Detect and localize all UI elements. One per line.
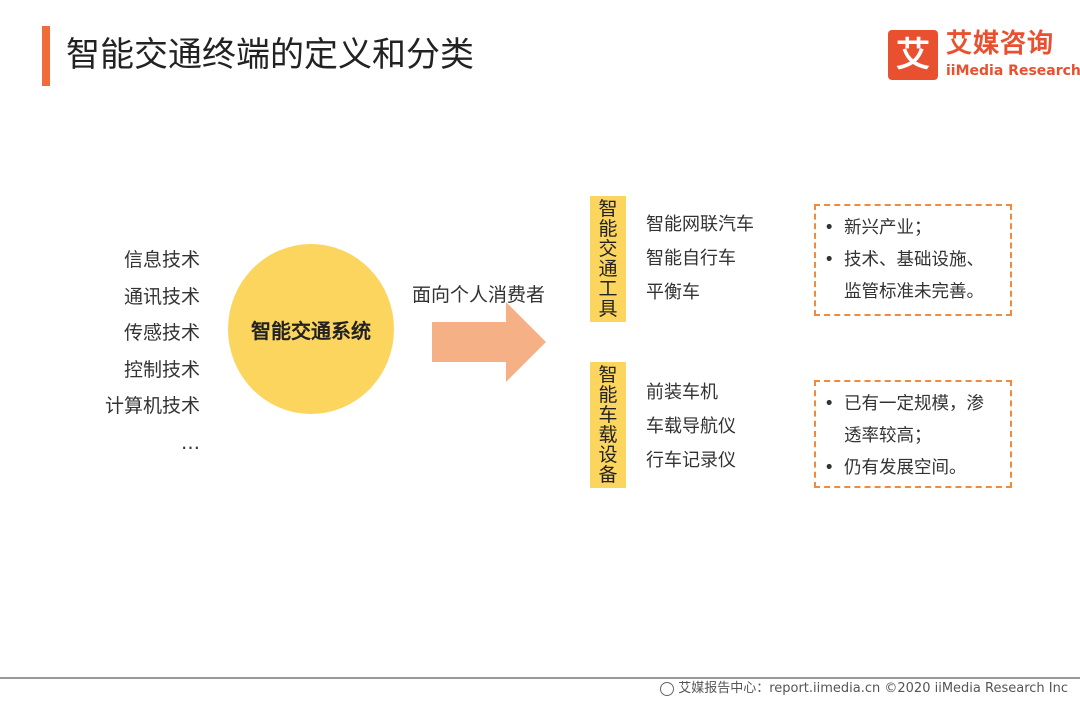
list-item: 智能自行车 bbox=[646, 248, 736, 269]
category-items-devices: 前装车机 车载导航仪 行车记录仪 bbox=[646, 376, 796, 478]
technology-item: 控制技术 bbox=[123, 358, 200, 381]
technology-list: 信息技术 通讯技术 传感技术 控制技术 计算机技术 … bbox=[70, 242, 200, 461]
bullet: • bbox=[824, 250, 835, 270]
bullet: • bbox=[824, 458, 835, 478]
category-label-char: 设 bbox=[598, 444, 618, 466]
logo-name-en: iiMedia Research bbox=[946, 63, 1080, 79]
category-label-tools: 智 能 交 通 工 具 bbox=[590, 196, 626, 322]
note-line: • 仍有发展空间。 bbox=[824, 452, 1002, 484]
technology-item: 计算机技术 bbox=[104, 395, 200, 417]
note-text: 已有一定规模，渗 bbox=[844, 394, 984, 414]
note-text: 监管标准未完善。 bbox=[844, 282, 984, 302]
page-title: 智能交通终端的定义和分类 bbox=[66, 35, 474, 75]
category-label-char: 能 bbox=[598, 218, 618, 240]
category-label-char: 备 bbox=[598, 464, 618, 486]
note-line: 透率较高； bbox=[824, 420, 1002, 452]
bullet: • bbox=[824, 218, 835, 238]
center-circle: 智能交通系统 bbox=[228, 244, 394, 414]
category-label-char: 智 bbox=[598, 198, 618, 220]
category-label-char: 能 bbox=[598, 384, 618, 406]
logo-mark: 艾 bbox=[888, 30, 938, 80]
category-label-char: 通 bbox=[598, 258, 618, 280]
list-item: 平衡车 bbox=[646, 282, 700, 303]
category-items-tools: 智能网联汽车 智能自行车 平衡车 bbox=[646, 208, 796, 310]
footer-divider bbox=[0, 677, 1080, 679]
technology-item: 传感技术 bbox=[123, 322, 200, 344]
bullet: • bbox=[824, 394, 835, 414]
technology-item: 信息技术 bbox=[123, 249, 200, 271]
category-label-devices: 智 能 车 载 设 备 bbox=[590, 362, 626, 488]
list-item: 行车记录仪 bbox=[646, 450, 736, 471]
note-text: 仍有发展空间。 bbox=[844, 458, 967, 478]
footer: 艾媒报告中心：report.iimedia.cn ©2020 iiMedia R… bbox=[660, 680, 1068, 698]
notes-box-devices: • 已有一定规模，渗 透率较高； • 仍有发展空间。 bbox=[814, 380, 1012, 488]
category-label-char: 具 bbox=[598, 298, 618, 320]
note-text: 新兴产业； bbox=[844, 218, 932, 238]
note-text: 透率较高； bbox=[844, 426, 932, 446]
globe-icon bbox=[660, 682, 675, 696]
footer-text: 艾媒报告中心：report.iimedia.cn ©2020 iiMedia R… bbox=[678, 681, 1068, 696]
list-item: 车载导航仪 bbox=[646, 416, 736, 437]
category-label-char: 智 bbox=[598, 364, 618, 386]
title-accent-bar bbox=[42, 26, 50, 86]
note-line: • 已有一定规模，渗 bbox=[824, 388, 1002, 420]
arrow-label: 面向个人消费者 bbox=[412, 284, 546, 306]
list-item: 前装车机 bbox=[646, 382, 718, 403]
center-label: 智能交通系统 bbox=[251, 318, 371, 343]
note-line: • 技术、基础设施、 bbox=[824, 244, 1002, 276]
list-item: 智能网联汽车 bbox=[646, 214, 754, 235]
logo-name-cn: 艾媒咨询 bbox=[946, 29, 1055, 59]
note-line: 监管标准未完善。 bbox=[824, 276, 1002, 308]
category-label-char: 车 bbox=[598, 404, 618, 426]
note-line: • 新兴产业； bbox=[824, 212, 1002, 244]
right-arrow-icon bbox=[432, 302, 546, 382]
logo: 艾 艾媒咨询 iiMedia Research bbox=[888, 28, 1080, 84]
category-label-char: 工 bbox=[598, 278, 618, 300]
category-label-char: 交 bbox=[598, 238, 618, 260]
notes-box-tools: • 新兴产业； • 技术、基础设施、 监管标准未完善。 bbox=[814, 204, 1012, 316]
technology-ellipsis: … bbox=[181, 431, 200, 454]
technology-item: 通讯技术 bbox=[123, 285, 200, 308]
category-label-char: 载 bbox=[598, 424, 618, 446]
note-text: 技术、基础设施、 bbox=[844, 250, 984, 270]
